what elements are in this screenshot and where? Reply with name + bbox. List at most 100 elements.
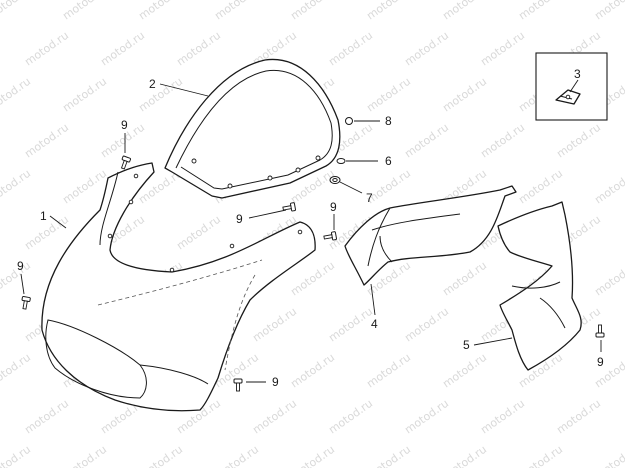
watermark-text: motod.ru (136, 0, 185, 22)
callout-4: 4 (371, 317, 378, 331)
watermark-text: motod.ru (22, 29, 71, 69)
leader-9d (20, 273, 25, 295)
leader-4 (370, 283, 376, 316)
watermark-text: motod.ru (478, 121, 527, 161)
watermark-text: motod.ru (60, 443, 109, 468)
watermark-text: motod.ru (22, 121, 71, 161)
grommet-part-7 (329, 176, 341, 184)
leader-3 (569, 79, 579, 93)
watermark-text: motod.ru (364, 443, 413, 468)
watermark-text: motod.ru (364, 351, 413, 391)
watermark-text: motod.ru (364, 75, 413, 115)
clip-nut-inset (535, 52, 608, 121)
watermark-text: motod.ru (250, 397, 299, 437)
watermark-text: motod.ru (212, 0, 261, 22)
watermark-text: motod.ru (592, 0, 625, 22)
fairing-hole (133, 173, 139, 179)
washer-part-6 (336, 158, 346, 164)
watermark-text: motod.ru (0, 0, 33, 22)
watermark-text: motod.ru (478, 29, 527, 69)
callout-9: 9 (17, 259, 24, 273)
watermark-text: motod.ru (22, 397, 71, 437)
watermark-text: motod.ru (554, 121, 603, 161)
callout-2: 2 (149, 77, 156, 91)
watermark-text: motod.ru (136, 443, 185, 468)
bolt-9 (120, 155, 132, 170)
callout-9: 9 (236, 212, 243, 226)
callout-9: 9 (272, 375, 279, 389)
inset-frame (535, 52, 608, 121)
bolt-9 (323, 231, 337, 241)
windscreen-hole (315, 155, 321, 161)
windscreen-hole (191, 158, 197, 164)
watermark-text: motod.ru (516, 167, 565, 207)
watermark-text: motod.ru (0, 75, 33, 115)
watermark-text: motod.ru (554, 397, 603, 437)
watermark-text: motod.ru (326, 305, 375, 345)
watermark-text: motod.ru (136, 75, 185, 115)
callout-3: 3 (574, 67, 581, 81)
windscreen-hole (227, 183, 233, 189)
watermark-text: motod.ru (326, 29, 375, 69)
fairing-hole (107, 233, 113, 239)
inner-panel-right-part (497, 201, 582, 371)
watermark-text: motod.ru (0, 167, 33, 207)
watermark-text: motod.ru (98, 29, 147, 69)
watermark-text: motod.ru (592, 259, 625, 299)
callout-5: 5 (463, 338, 470, 352)
watermark-text: motod.ru (174, 213, 223, 253)
windscreen-part (164, 58, 341, 199)
callout-8: 8 (385, 114, 392, 128)
fairing-hole (229, 243, 235, 249)
bolt-9 (595, 324, 605, 338)
callout-9: 9 (597, 355, 604, 369)
windscreen-hole (295, 167, 301, 173)
watermark-text: motod.ru (440, 75, 489, 115)
bolt-9 (233, 378, 243, 392)
callout-1: 1 (40, 209, 47, 223)
watermark-text: motod.ru (440, 443, 489, 468)
watermark-text: motod.ru (60, 167, 109, 207)
watermark-text: motod.ru (60, 0, 109, 22)
watermark-text: motod.ru (288, 443, 337, 468)
watermark-text: motod.ru (402, 29, 451, 69)
watermark-text: motod.ru (478, 397, 527, 437)
callout-6: 6 (385, 154, 392, 168)
watermark-text: motod.ru (0, 351, 33, 391)
leader-2 (159, 83, 209, 97)
callout-7: 7 (366, 191, 373, 205)
watermark-text: motod.ru (402, 397, 451, 437)
leader-5 (473, 337, 513, 346)
leader-9b (248, 209, 287, 219)
watermark-text: motod.ru (326, 397, 375, 437)
watermark-text: motod.ru (288, 351, 337, 391)
watermark-text: motod.ru (212, 443, 261, 468)
watermark-text: motod.ru (288, 0, 337, 22)
fairing-hole (297, 229, 303, 235)
watermark-text: motod.ru (440, 351, 489, 391)
watermark-text: motod.ru (516, 443, 565, 468)
leader-lines (20, 79, 602, 383)
bolt-9 (282, 202, 296, 212)
watermark-text: motod.ru (516, 0, 565, 22)
inner-panel-left-part (344, 185, 517, 286)
watermark-text: motod.ru (440, 259, 489, 299)
watermark-text: motod.ru (0, 443, 33, 468)
leader-1 (49, 215, 67, 229)
watermark-text: motod.ru (174, 29, 223, 69)
fairing-hole (128, 199, 134, 205)
watermark-text: motod.ru (364, 0, 413, 22)
watermark-text: motod.ru (402, 305, 451, 345)
watermark-text: motod.ru (440, 0, 489, 22)
watermark-text: motod.ru (402, 121, 451, 161)
watermark-text: motod.ru (250, 305, 299, 345)
watermark-text: motod.ru (60, 75, 109, 115)
callout-9: 9 (121, 118, 128, 132)
watermark-text: motod.ru (592, 443, 625, 468)
bolt-9 (21, 296, 31, 310)
watermark-text: motod.ru (592, 167, 625, 207)
leader-7 (339, 181, 363, 194)
screw-part-8 (345, 117, 353, 125)
callout-labels: 1 2 3 4 5 6 7 8 9 9 9 9 9 9 (17, 67, 604, 389)
